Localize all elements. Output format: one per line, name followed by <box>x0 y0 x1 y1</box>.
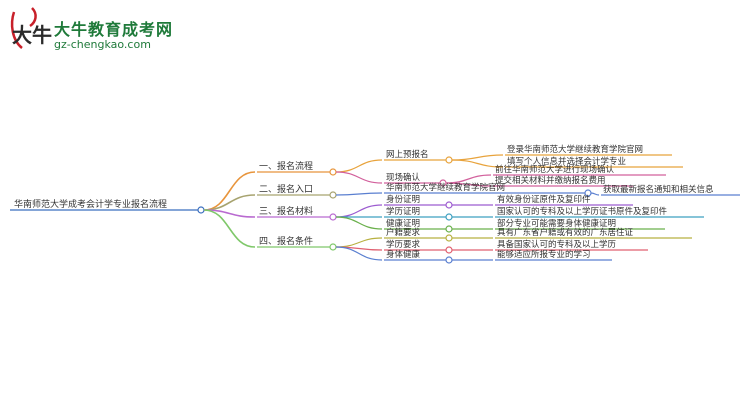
branch-3-label: 三、报名材料 <box>259 205 313 217</box>
branch-3-child-1-link <box>335 204 383 218</box>
branch-3-child-2-label: 学历证明 <box>386 206 420 217</box>
branch-1-child-2-link <box>335 171 383 184</box>
branch-4-child-2-label: 学历要求 <box>386 239 421 250</box>
branch-1-child-2-label: 现场确认 <box>386 172 421 183</box>
branch-1-dot <box>329 168 337 176</box>
logo-mark-icon: 大牛 <box>10 7 52 49</box>
branch-4-child-1-link <box>335 237 383 248</box>
branch-1-link <box>203 171 256 211</box>
leaf-1-2-2-link <box>445 182 492 187</box>
branch-4-link <box>203 209 256 248</box>
branch-3-child-3-label: 健康证明 <box>386 218 420 229</box>
leaf-2-1-1-link <box>590 192 600 196</box>
leaf-1-1-1-label: 登录华南师范大学继续教育学院官网 <box>507 144 643 155</box>
logo-url: gz-chengkao.com <box>54 38 151 51</box>
leaf-1-1-1-link <box>451 154 504 161</box>
leaf-2-1-1-label: 获取最新报名通知和相关信息 <box>603 184 714 195</box>
leaf-3-1-1-label: 有效身份证原件及复印件 <box>497 194 591 205</box>
logo-mark-text: 大牛 <box>12 23 52 47</box>
branch-4-dot <box>329 243 337 251</box>
leaf-4-2-1-label: 具备国家认可的专科及以上学历 <box>497 239 617 250</box>
leaf-4-3-1-label: 能够适应所报专业的学习 <box>497 249 591 260</box>
root-connector-dot <box>197 206 205 214</box>
branch-4-child-3-link <box>335 246 383 261</box>
branch-2-link <box>203 194 256 211</box>
branch-1-child-1-dot <box>445 156 453 164</box>
branch-3-dot <box>329 213 337 221</box>
leaf-3-3-1-label: 部分专业可能需要身体健康证明 <box>497 218 616 229</box>
leaf-1-1-2-link <box>451 159 504 168</box>
branch-2-label: 二、报名入口 <box>259 183 313 195</box>
leaf-1-2-1-label: 前往华南师范大学进行现场确认 <box>495 164 615 175</box>
logo-name: 大牛教育成考网 <box>54 20 174 39</box>
branch-4-child-1-label: 户籍要求 <box>386 227 421 238</box>
branch-2-child-1-link <box>335 192 383 196</box>
branch-4-child-3-label: 身体健康 <box>386 249 421 260</box>
branch-2-dot <box>329 191 337 199</box>
branch-3-child-3-dot <box>445 225 453 233</box>
branch-3-child-1-label: 身份证明 <box>386 194 420 205</box>
branch-2-child-1-label: 华南师范大学继续教育学院官网 <box>386 182 505 193</box>
branch-3-child-3-link <box>335 216 383 230</box>
leaf-4-1-1-label: 具有广东省户籍或有效的广东居住证 <box>497 227 634 238</box>
branch-3-child-1-dot <box>445 201 453 209</box>
branch-4-child-2-dot <box>445 246 453 254</box>
branch-1-child-1-link <box>335 159 383 173</box>
branch-3-child-2-dot <box>445 213 453 221</box>
site-logo[interactable]: 大牛 大牛教育成考网 gz-chengkao.com <box>0 0 190 60</box>
branch-1-label: 一、报名流程 <box>259 160 313 172</box>
branch-4-child-3-dot <box>445 256 453 264</box>
leaf-1-2-2-label: 提交相关材料并缴纳报名费用 <box>495 175 606 186</box>
root-node: 华南师范大学成考会计学专业报名流程 <box>14 198 167 210</box>
branch-4-child-1-dot <box>445 234 453 242</box>
branch-4-label: 四、报名条件 <box>259 235 313 247</box>
branch-1-child-1-label: 网上预报名 <box>386 149 429 160</box>
leaf-3-2-1-label: 国家认可的专科及以上学历证书原件及复印件 <box>497 206 668 217</box>
leaf-1-1-2-label: 填写个人信息并选择会计学专业 <box>507 156 626 167</box>
leaf-1-2-1-link <box>445 174 492 184</box>
